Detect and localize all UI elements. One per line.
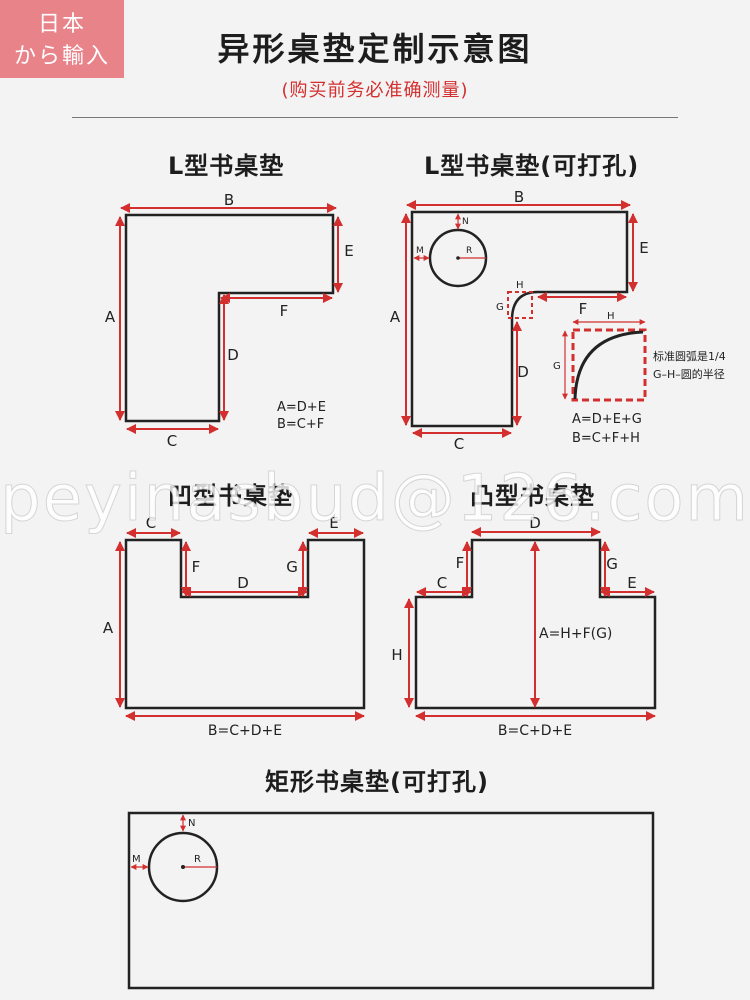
formula-bottom: B=C+D+E — [208, 723, 282, 739]
arc-detail-curve — [573, 330, 644, 400]
section-title-t-shape: 凸型书桌垫 — [470, 482, 595, 510]
l-shape-outline — [124, 213, 335, 423]
formula-line-2: B=C+F — [277, 417, 324, 432]
import-badge: 日本 から輸入 — [0, 0, 124, 78]
dim-label-e: E — [639, 239, 648, 257]
dim-label-f: F — [456, 554, 465, 572]
hole-radius-label: R — [466, 246, 472, 256]
dim-label-c: C — [167, 432, 177, 450]
hole-m-label: M — [132, 854, 141, 865]
hole-radius-label: R — [194, 854, 201, 865]
l-shape-hole-outline — [410, 210, 629, 428]
hole-center-dot — [456, 256, 460, 260]
arc-detail-box — [571, 328, 647, 402]
dim-label-a: A — [105, 308, 116, 326]
hole-n-label: N — [462, 217, 469, 227]
section-title-l-shape-hole: L型书桌垫(可打孔) — [424, 152, 640, 180]
dim-label-b: B — [514, 188, 524, 206]
t-shape-diagram: D F G C E H A=H+F(G) B=C+D+E — [391, 514, 657, 739]
page-subtitle: (购买前务必准确测量) — [281, 80, 469, 101]
dim-label-f: F — [192, 558, 201, 576]
arc-g-label: G — [553, 361, 561, 372]
dim-label-f: F — [280, 302, 289, 320]
arc-note-line-1: 标准圆弧是1/4 — [653, 349, 726, 363]
formula-bottom: B=C+D+E — [498, 723, 572, 739]
dim-label-a: A — [103, 619, 114, 637]
arc-h-label: H — [607, 311, 615, 322]
badge-line-2: から輸入 — [13, 44, 110, 69]
corner-detail-box — [507, 291, 533, 319]
dim-label-d: D — [227, 346, 239, 364]
u-shape-outline — [124, 538, 366, 710]
corner-h-label: H — [516, 280, 524, 291]
dim-label-g: G — [606, 555, 618, 573]
dim-label-e: E — [344, 242, 353, 260]
formula-line-1: A=D+E — [277, 400, 326, 415]
page-title: 异形桌垫定制示意图 — [217, 30, 533, 68]
dim-label-c: C — [146, 514, 156, 532]
dim-label-d: D — [517, 363, 529, 381]
dim-label-e: E — [329, 514, 338, 532]
formula-line-2: B=C+F+H — [572, 431, 640, 446]
section-title-rect-hole: 矩形书桌垫(可打孔) — [265, 768, 489, 796]
dim-label-d: D — [237, 574, 249, 592]
dim-label-e: E — [627, 574, 636, 592]
dim-label-b: B — [224, 191, 234, 209]
rect-outline — [127, 811, 655, 990]
l-shape-diagram: B A E F D C A=D+E B=C+F — [105, 191, 354, 450]
dim-label-c: C — [437, 574, 447, 592]
section-title-u-shape: 凹型书桌垫 — [168, 482, 293, 510]
rect-hole-diagram: R N M — [127, 811, 655, 990]
formula-line-1: A=D+E+G — [572, 412, 642, 427]
l-shape-hole-diagram: R N M B A E F D C H G H G 标准圆弧是1/4 G–H–圆… — [390, 188, 726, 453]
hole-center-dot — [181, 865, 185, 869]
dim-label-h: H — [391, 646, 402, 664]
u-shape-diagram: C E A F G D B=C+D+E — [103, 514, 366, 739]
watermark-text: peyinasbud@126.com — [0, 462, 750, 537]
section-title-l-shape: L型书桌垫 — [168, 152, 285, 180]
corner-g-label: G — [496, 302, 504, 313]
hole-n-label: N — [188, 818, 195, 829]
hole-m-label: M — [416, 246, 424, 256]
dim-label-g: G — [286, 558, 298, 576]
dim-label-c: C — [454, 435, 464, 453]
badge-line-1: 日本 — [37, 12, 86, 37]
arc-note-line-2: G–H–圆的半径 — [653, 367, 725, 381]
formula-height: A=H+F(G) — [539, 626, 612, 642]
header-divider — [72, 117, 678, 118]
dim-label-f: F — [579, 300, 588, 318]
dim-label-d: D — [529, 514, 541, 532]
dim-label-a: A — [390, 308, 401, 326]
